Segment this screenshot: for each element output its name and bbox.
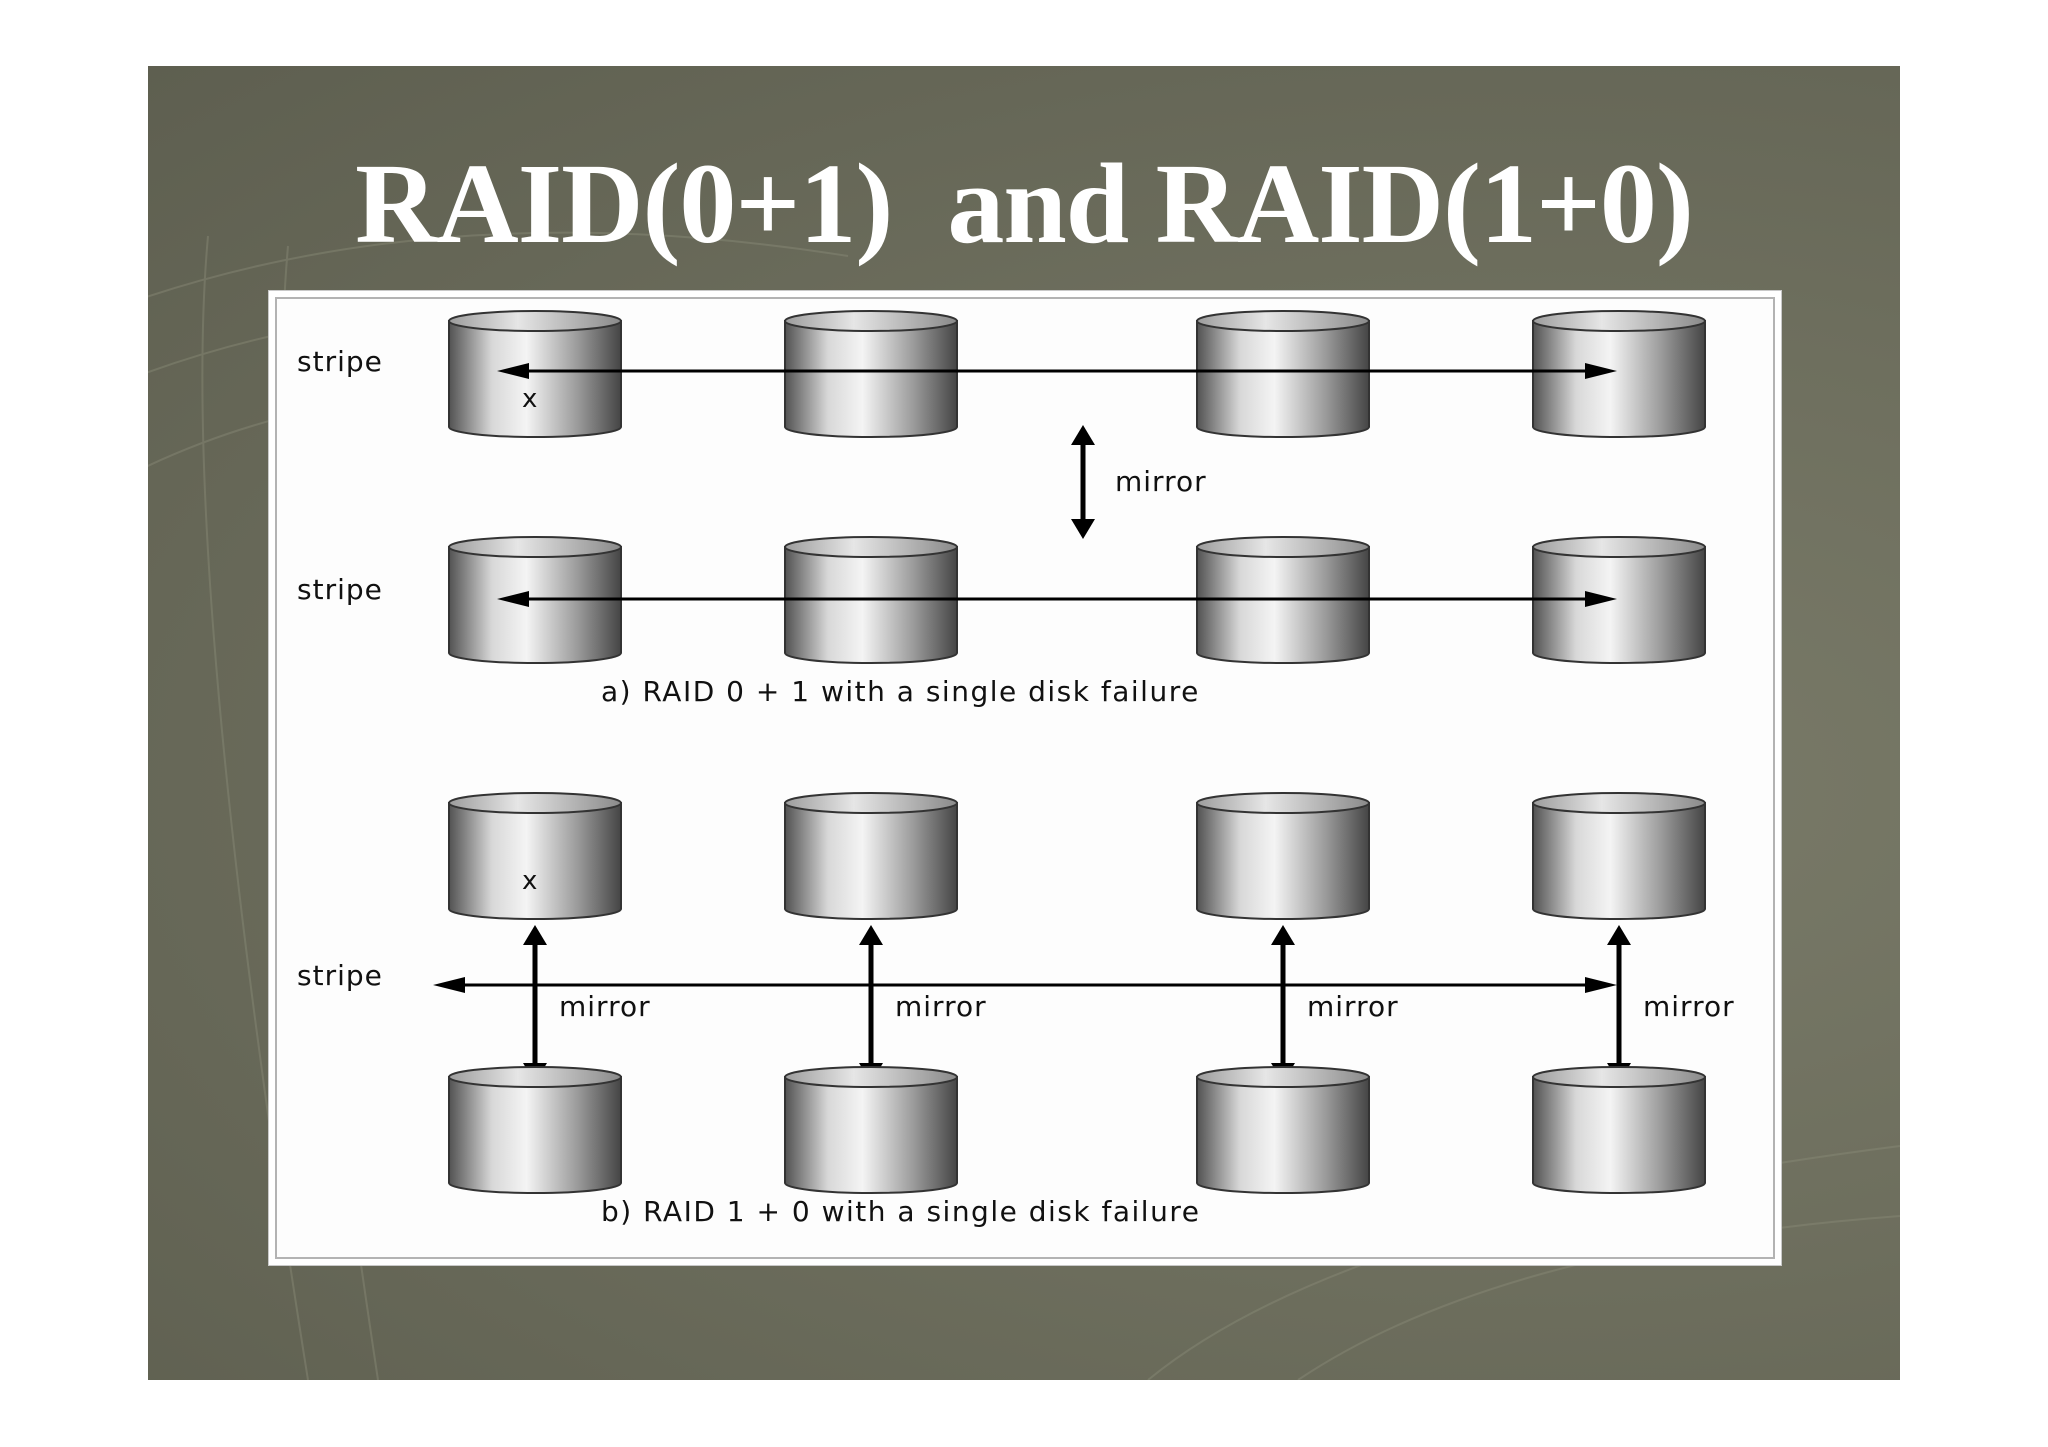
mirror-arrow [1271,925,1295,1083]
mirror-arrow [859,925,883,1083]
slide-title: RAID(0+1) and RAID(1+0) [355,140,1694,267]
mirror-label: mirror [1643,990,1735,1023]
slide: RAID(0+1) and RAID(1+0) [148,66,1900,1380]
mirror-label: mirror [1115,465,1207,498]
stripe-arrow [433,977,1617,993]
stripe-arrow [497,363,1617,379]
stripe-label: stripe [297,959,383,992]
disk [1532,310,1706,438]
disk [1196,1066,1370,1194]
disk [448,310,622,438]
disk [1196,792,1370,920]
stripe-label: stripe [297,573,383,606]
disk [1196,310,1370,438]
disk [784,536,958,664]
stripe-arrow [497,591,1617,607]
disk [784,1066,958,1194]
raid-diagram: x stripe mirror [297,310,1735,1228]
disk [448,536,622,664]
disk [1532,792,1706,920]
disk [1532,536,1706,664]
disk [1532,1066,1706,1194]
failed-disk-mark: x [522,866,537,896]
disk [784,792,958,920]
mirror-arrow [1071,425,1095,539]
disk [784,310,958,438]
caption-a: a) RAID 0 + 1 with a single disk failure [601,675,1200,708]
figure-frame: x stripe mirror [275,297,1775,1259]
mirror-label: mirror [1307,990,1399,1023]
mirror-arrow [523,925,547,1083]
mirror-arrow [1607,925,1631,1083]
caption-b: b) RAID 1 + 0 with a single disk failure [601,1195,1200,1228]
disk [1196,536,1370,664]
figure-panel: x stripe mirror [268,290,1782,1266]
stripe-label: stripe [297,345,383,378]
mirror-label: mirror [895,990,987,1023]
mirror-label: mirror [559,990,651,1023]
disk [448,792,622,920]
disk [448,1066,622,1194]
raid01-section: x stripe mirror [297,310,1706,708]
raid10-section: x stripe [297,792,1735,1228]
failed-disk-mark: x [522,384,537,414]
